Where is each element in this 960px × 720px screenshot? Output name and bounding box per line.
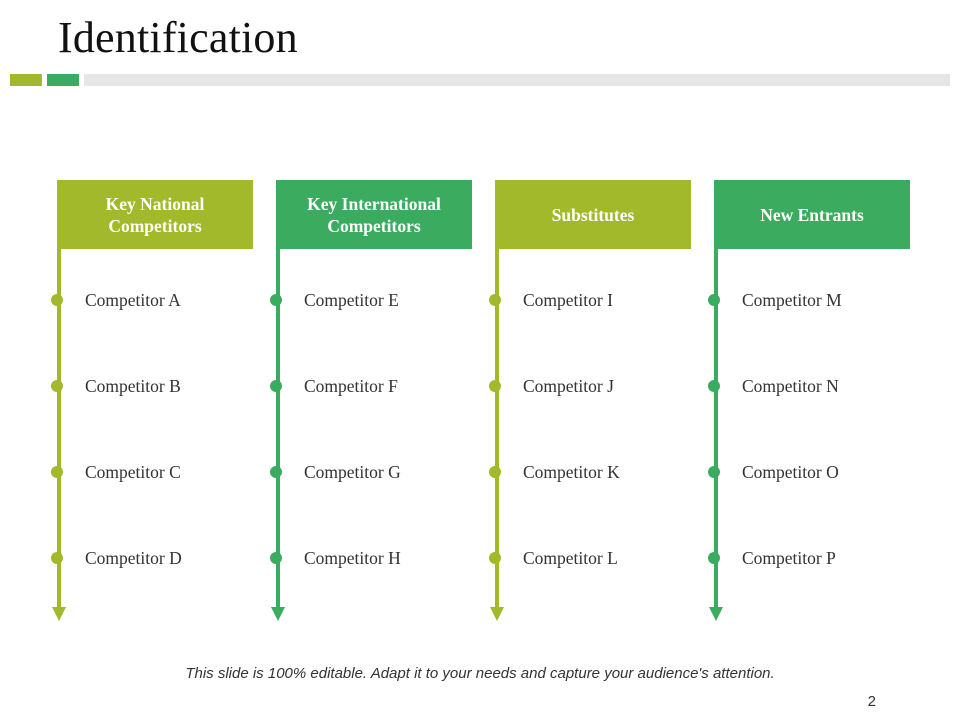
column-substitutes: Substitutes Competitor I Competitor J Co…: [489, 180, 691, 625]
competitor-label: Competitor A: [85, 289, 181, 310]
bullet-dot-icon: [489, 294, 501, 306]
timeline-line: [57, 249, 61, 607]
bullet-dot-icon: [51, 380, 63, 392]
list-item: Competitor P: [708, 546, 836, 570]
bullet-dot-icon: [708, 466, 720, 478]
bullet-dot-icon: [708, 294, 720, 306]
column-header: New Entrants: [714, 180, 910, 249]
accent-block-green: [47, 74, 79, 86]
column-header: Key International Competitors: [276, 180, 472, 249]
competitor-label: Competitor F: [304, 375, 398, 396]
column-header: Key National Competitors: [57, 180, 253, 249]
bullet-dot-icon: [51, 294, 63, 306]
list-item: Competitor M: [708, 288, 842, 312]
list-item: Competitor D: [51, 546, 182, 570]
bullet-dot-icon: [270, 380, 282, 392]
competitor-label: Competitor D: [85, 547, 182, 568]
list-item: Competitor L: [489, 546, 618, 570]
timeline-line: [495, 249, 499, 607]
bullet-dot-icon: [708, 552, 720, 564]
column-key-national-competitors: Key National Competitors Competitor A Co…: [51, 180, 253, 625]
arrow-down-icon: [709, 607, 723, 621]
page-number: 2: [867, 693, 876, 710]
competitor-label: Competitor M: [742, 289, 842, 310]
timeline-line: [276, 249, 280, 607]
list-item: Competitor B: [51, 374, 181, 398]
bullet-dot-icon: [489, 380, 501, 392]
competitor-label: Competitor J: [523, 375, 614, 396]
accent-block-lime: [10, 74, 42, 86]
list-item: Competitor F: [270, 374, 398, 398]
list-item: Competitor K: [489, 460, 620, 484]
list-item: Competitor E: [270, 288, 399, 312]
list-item: Competitor H: [270, 546, 401, 570]
competitor-label: Competitor N: [742, 375, 839, 396]
column-key-international-competitors: Key International Competitors Competitor…: [270, 180, 472, 625]
list-item: Competitor J: [489, 374, 614, 398]
arrow-down-icon: [490, 607, 504, 621]
competitor-label: Competitor E: [304, 289, 399, 310]
bullet-dot-icon: [708, 380, 720, 392]
column-new-entrants: New Entrants Competitor M Competitor N C…: [708, 180, 910, 625]
competitor-label: Competitor P: [742, 547, 836, 568]
list-item: Competitor O: [708, 460, 839, 484]
competitor-label: Competitor H: [304, 547, 401, 568]
competitor-label: Competitor O: [742, 461, 839, 482]
column-header: Substitutes: [495, 180, 691, 249]
competitor-label: Competitor G: [304, 461, 401, 482]
competitor-label: Competitor K: [523, 461, 620, 482]
competitor-label: Competitor B: [85, 375, 181, 396]
arrow-down-icon: [271, 607, 285, 621]
bullet-dot-icon: [270, 294, 282, 306]
timeline-line: [714, 249, 718, 607]
competitor-label: Competitor C: [85, 461, 181, 482]
slide-title: Identification: [58, 13, 298, 62]
bullet-dot-icon: [51, 552, 63, 564]
bullet-dot-icon: [51, 466, 63, 478]
bullet-dot-icon: [270, 552, 282, 564]
bullet-dot-icon: [489, 552, 501, 564]
list-item: Competitor A: [51, 288, 181, 312]
competitor-label: Competitor I: [523, 289, 613, 310]
list-item: Competitor N: [708, 374, 839, 398]
competitor-label: Competitor L: [523, 547, 618, 568]
list-item: Competitor I: [489, 288, 613, 312]
arrow-down-icon: [52, 607, 66, 621]
list-item: Competitor G: [270, 460, 401, 484]
bullet-dot-icon: [270, 466, 282, 478]
footer-note: This slide is 100% editable. Adapt it to…: [185, 665, 775, 682]
title-underline-track: [84, 74, 950, 86]
bullet-dot-icon: [489, 466, 501, 478]
list-item: Competitor C: [51, 460, 181, 484]
